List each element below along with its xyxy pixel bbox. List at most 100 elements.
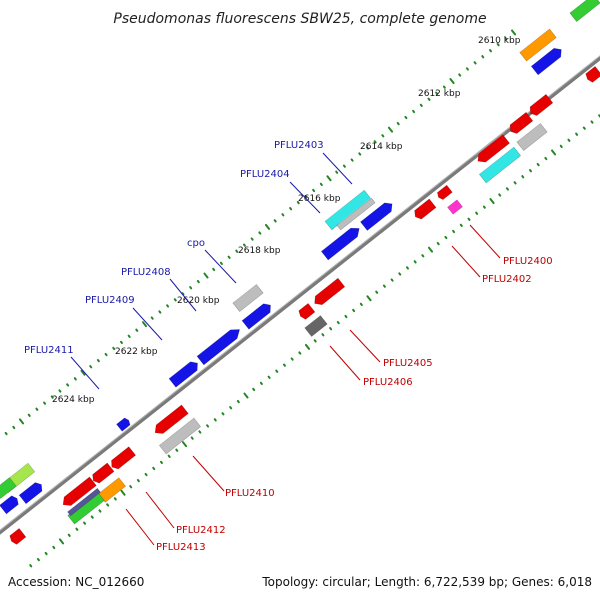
feature-bevel xyxy=(159,415,197,446)
reverse-feature xyxy=(8,525,27,545)
minor-tick xyxy=(365,146,369,150)
major-tick xyxy=(387,126,394,133)
feature-body xyxy=(67,487,101,517)
minor-tick xyxy=(344,314,348,319)
minor-tick xyxy=(206,424,210,428)
minor-tick xyxy=(567,138,571,142)
gene-label-pflu2402[interactable]: PFLU2402 xyxy=(482,274,532,285)
feature-body xyxy=(478,146,522,184)
gene-label-pflu2410[interactable]: PFLU2410 xyxy=(225,488,275,499)
feature-body xyxy=(154,404,189,434)
minor-tick xyxy=(189,286,193,290)
forward-feature xyxy=(530,45,562,76)
leader-line xyxy=(329,345,361,381)
leader-line xyxy=(322,152,353,185)
minor-tick xyxy=(229,406,233,410)
gene-label-pflu2411[interactable]: PFLU2411 xyxy=(24,345,74,356)
feature-body xyxy=(304,315,328,337)
reverse-feature xyxy=(67,485,101,517)
feature-bevel xyxy=(474,131,506,157)
feature-bevel xyxy=(479,144,517,175)
minor-tick xyxy=(582,126,586,130)
minor-tick xyxy=(198,430,202,434)
minor-tick xyxy=(90,515,94,519)
minor-tick xyxy=(521,175,525,179)
minor-tick xyxy=(150,316,154,320)
reverse-feature xyxy=(304,312,328,337)
minor-tick xyxy=(452,229,456,234)
major-tick xyxy=(58,538,65,545)
reverse-feature xyxy=(158,415,202,455)
minor-tick xyxy=(396,121,400,126)
major-tick xyxy=(366,295,372,302)
feature-bevel xyxy=(411,195,433,213)
major-tick xyxy=(181,441,188,448)
reverse-feature xyxy=(435,182,453,200)
minor-tick xyxy=(166,304,170,308)
minor-tick xyxy=(213,418,217,422)
feature-bevel xyxy=(324,187,368,222)
major-tick xyxy=(304,343,311,350)
feature-bevel xyxy=(19,479,39,496)
feature-body xyxy=(509,111,534,134)
feature-body xyxy=(111,446,137,470)
reverse-feature xyxy=(478,144,522,184)
gene-label-cpo[interactable]: cpo xyxy=(187,238,205,249)
gene-label-pflu2413[interactable]: PFLU2413 xyxy=(156,542,206,553)
minor-tick xyxy=(96,358,100,363)
minor-tick xyxy=(67,533,71,537)
tick-label: 2616 kbp xyxy=(298,194,341,204)
minor-tick xyxy=(465,67,469,71)
leader-line xyxy=(145,491,175,529)
minor-tick xyxy=(75,527,79,531)
gene-label-pflu2405[interactable]: PFLU2405 xyxy=(383,358,433,369)
forward-feature xyxy=(232,281,264,313)
reverse-feature xyxy=(527,91,554,116)
minor-tick xyxy=(282,363,286,367)
gene-label-pflu2412[interactable]: PFLU2412 xyxy=(176,525,226,536)
minor-tick xyxy=(250,237,254,241)
tick-label: 2620 kbp xyxy=(177,296,220,306)
feature-bevel xyxy=(8,525,23,538)
feature-bevel xyxy=(507,109,530,128)
minor-tick xyxy=(159,460,163,465)
gene-label-pflu2400[interactable]: PFLU2400 xyxy=(503,256,553,267)
minor-tick xyxy=(413,260,417,264)
feature-bevel xyxy=(89,459,111,477)
feature-bevel xyxy=(447,196,460,208)
reverse-feature xyxy=(584,63,600,83)
major-tick xyxy=(550,149,557,156)
minor-tick xyxy=(473,61,477,65)
feature-body xyxy=(92,462,115,484)
major-tick xyxy=(203,272,209,279)
minor-tick xyxy=(275,369,279,373)
gene-label-pflu2406[interactable]: PFLU2406 xyxy=(363,377,413,388)
feature-body xyxy=(360,202,393,231)
gene-label-pflu2403[interactable]: PFLU2403 xyxy=(274,140,324,151)
minor-tick xyxy=(412,109,416,114)
minor-tick xyxy=(273,219,277,223)
minor-tick xyxy=(459,223,463,227)
feature-bevel xyxy=(360,199,388,222)
feature-body xyxy=(336,197,376,231)
feature-body xyxy=(516,122,548,152)
gene-label-pflu2404[interactable]: PFLU2404 xyxy=(240,169,290,180)
major-tick xyxy=(80,369,86,376)
gene-label-pflu2408[interactable]: PFLU2408 xyxy=(121,267,171,278)
feature-bevel xyxy=(98,474,122,494)
minor-tick xyxy=(221,412,225,416)
minor-tick xyxy=(467,217,471,221)
minor-tick xyxy=(312,188,316,193)
feature-bevel xyxy=(0,492,15,505)
major-tick xyxy=(489,198,495,205)
minor-tick xyxy=(504,36,508,41)
gene-label-pflu2409[interactable]: PFLU2409 xyxy=(85,295,135,306)
forward-feature xyxy=(569,0,600,23)
minor-tick xyxy=(304,194,308,199)
minor-tick xyxy=(167,454,171,458)
minor-tick xyxy=(236,399,240,404)
minor-tick xyxy=(435,91,439,95)
minor-tick xyxy=(196,279,200,284)
minor-tick xyxy=(106,503,110,507)
